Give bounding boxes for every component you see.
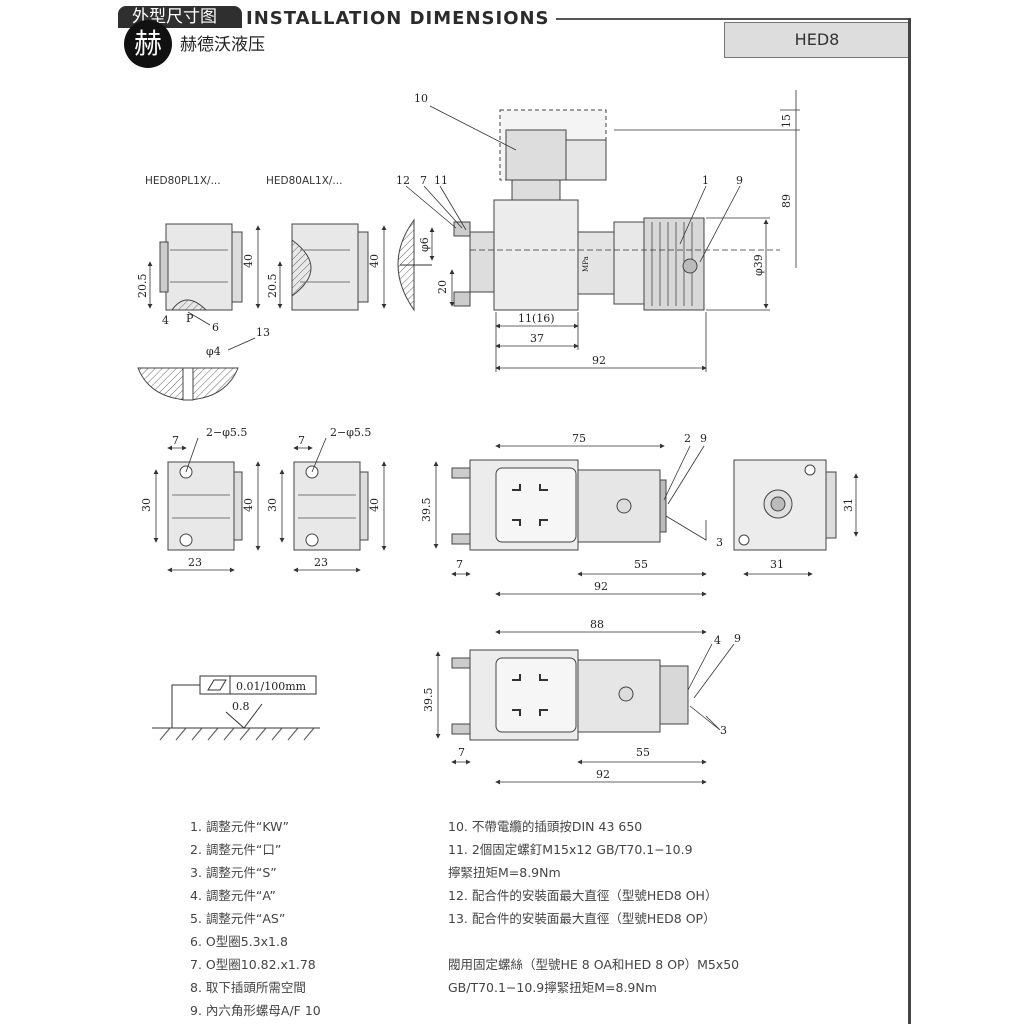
callout-7: 7 bbox=[420, 174, 427, 187]
model-badge: HED8 bbox=[724, 22, 910, 58]
notes-right: 10. 不帶電纜的插頭按DIN 43 650 11. 2個固定螺釘M15x12 … bbox=[448, 815, 739, 999]
dim-39-5-bottom: 39.5 bbox=[422, 688, 435, 713]
dim-40-al: 40 bbox=[368, 254, 381, 268]
al-side-view bbox=[291, 223, 369, 311]
valve-end-view bbox=[733, 459, 837, 551]
note-item: 13. 配合件的安裝面最大直徑（型號HED8 OP） bbox=[448, 911, 716, 926]
dim-37: 37 bbox=[530, 332, 544, 345]
callout-10: 10 bbox=[414, 92, 428, 105]
al-top-view bbox=[293, 461, 369, 551]
note-item: 1. 調整元件“KW” bbox=[190, 819, 289, 834]
valve-top-view bbox=[451, 459, 667, 551]
dim-phi39: φ39 bbox=[752, 254, 765, 276]
callout-p: P bbox=[186, 312, 194, 325]
callout-3-bottom: 3 bbox=[720, 724, 727, 737]
dim-40-pl: 40 bbox=[242, 254, 255, 268]
dim-75: 75 bbox=[572, 432, 586, 445]
note-item: 4. 調整元件“A” bbox=[190, 888, 276, 903]
note-item: 8. 取下插頭所需空間 bbox=[190, 980, 306, 995]
pl-top-view bbox=[167, 461, 243, 551]
header-rule bbox=[556, 18, 908, 20]
dim-phi6: φ6 bbox=[418, 237, 431, 252]
dim-20-5-al: 20.5 bbox=[266, 274, 279, 299]
dim-92-mid: 92 bbox=[594, 580, 608, 593]
dim-phi4: φ4 bbox=[206, 345, 221, 358]
right-margin-rule bbox=[908, 18, 911, 1024]
callout-3-mid: 3 bbox=[716, 536, 723, 549]
logo-watermark-text: 赫德沃液压 bbox=[180, 35, 265, 55]
dim-7-mid: 7 bbox=[456, 558, 463, 571]
callout-11: 11 bbox=[434, 174, 448, 187]
note-item: 5. 調整元件“AS” bbox=[190, 911, 286, 926]
dim-31-end: 31 bbox=[842, 498, 855, 512]
dim-89: 89 bbox=[780, 194, 793, 208]
callout-12: 12 bbox=[396, 174, 410, 187]
dim-20: 20 bbox=[436, 280, 449, 294]
dim-55-bottom: 55 bbox=[636, 746, 650, 759]
section-13 bbox=[137, 367, 239, 401]
callout-9: 9 bbox=[736, 174, 743, 187]
page-title: INSTALLATION DIMENSIONS bbox=[246, 8, 550, 29]
note-item: 擰緊扭矩M=8.9Nm bbox=[448, 865, 561, 880]
dim-7-bottom: 7 bbox=[458, 746, 465, 759]
dim-23-al: 23 bbox=[314, 556, 328, 569]
surface-finish-symbol bbox=[152, 675, 320, 741]
note-item: 2. 調整元件“口” bbox=[190, 842, 282, 857]
dim-7-pl: 7 bbox=[172, 434, 179, 447]
valve-side-view bbox=[453, 109, 705, 311]
callout-9-mid: 9 bbox=[700, 432, 707, 445]
dim-30-pl: 30 bbox=[140, 498, 153, 512]
dim-15: 15 bbox=[780, 114, 793, 128]
dim-30-al: 30 bbox=[266, 498, 279, 512]
callout-1: 1 bbox=[702, 174, 709, 187]
valve-top-view-alt bbox=[451, 649, 689, 741]
dim-23-pl: 23 bbox=[188, 556, 202, 569]
roughness-value: 0.8 bbox=[232, 700, 250, 713]
dim-40-al-top: 40 bbox=[368, 498, 381, 512]
note-item: 6. O型圈5.3x1.8 bbox=[190, 934, 288, 949]
dim-92-top: 92 bbox=[592, 354, 606, 367]
note-item: GB/T70.1−10.9擰緊扭矩M=8.9Nm bbox=[448, 980, 657, 995]
callout-13: 13 bbox=[256, 326, 270, 339]
note-item: 10. 不帶電纜的插頭按DIN 43 650 bbox=[448, 819, 643, 834]
mounting-section bbox=[397, 218, 432, 312]
dim-40-pl-top: 40 bbox=[242, 498, 255, 512]
dim-4: 4 bbox=[162, 314, 169, 327]
dim-92-bottom: 92 bbox=[596, 768, 610, 781]
mpa-label: MPa bbox=[582, 256, 590, 272]
variant-label-pl: HED80PL1X/... bbox=[145, 175, 221, 187]
dim-11-16: 11(16) bbox=[518, 312, 555, 325]
logo-watermark: 赫 bbox=[124, 20, 172, 68]
note-item: 12. 配合件的安裝面最大直徑（型號HED8 OH） bbox=[448, 888, 718, 903]
installation-drawing: HED80PL1X/... HED80AL1X/... 40 20.5 40 2… bbox=[136, 90, 859, 785]
note-spacer bbox=[448, 930, 739, 953]
note-item: 閥用固定螺絲（型號HE 8 OA和HED 8 OP）M5x50 bbox=[448, 957, 740, 972]
dim-39-5-mid: 39.5 bbox=[420, 498, 433, 523]
callout-9-bottom: 9 bbox=[734, 632, 741, 645]
variant-label-al: HED80AL1X/... bbox=[266, 175, 342, 187]
dim-2phi5-5-al: 2−φ5.5 bbox=[330, 426, 371, 439]
dim-20-5-pl: 20.5 bbox=[136, 274, 149, 299]
note-item: 9. 內六角形螺母A/F 10 bbox=[190, 1003, 321, 1018]
dim-2phi5-5-pl: 2−φ5.5 bbox=[206, 426, 247, 439]
dim-7-al: 7 bbox=[298, 434, 305, 447]
note-item: 7. O型圈10.82.x1.78 bbox=[190, 957, 316, 972]
callout-6: 6 bbox=[212, 321, 219, 334]
dim-31-bottom: 31 bbox=[770, 558, 784, 571]
note-item: 11. 2個固定螺釘M15x12 GB/T70.1−10.9 bbox=[448, 842, 693, 857]
notes-left: 1. 調整元件“KW” 2. 調整元件“口” 3. 調整元件“S” 4. 調整元… bbox=[190, 815, 321, 1022]
dim-55-mid: 55 bbox=[634, 558, 648, 571]
callout-4: 4 bbox=[714, 634, 721, 647]
callout-2: 2 bbox=[684, 432, 691, 445]
note-item: 3. 調整元件“S” bbox=[190, 865, 277, 880]
flatness-value: 0.01/100mm bbox=[236, 680, 307, 693]
dim-88: 88 bbox=[590, 618, 604, 631]
pl-side-view bbox=[159, 223, 243, 311]
